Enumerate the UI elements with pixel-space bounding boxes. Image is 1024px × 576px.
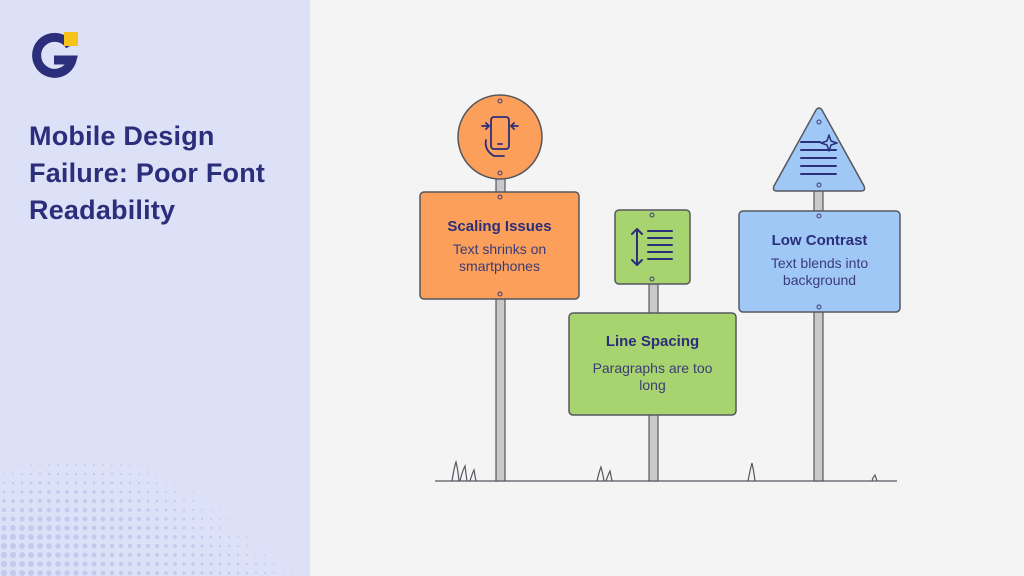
sign-body: Text blends into background xyxy=(770,255,869,288)
line-height-icon xyxy=(631,228,673,266)
sign-body: Text shrinks on smartphones xyxy=(452,241,547,274)
sign-title: Low Contrast xyxy=(771,232,868,249)
sign-text-scaling: Scaling Issues Text shrinks on smartphon… xyxy=(420,218,579,275)
left-panel: Mobile Design Failure: Poor Font Readabi… xyxy=(0,0,310,576)
sign-title: Line Spacing xyxy=(605,333,700,350)
sign-line-spacing xyxy=(568,209,737,482)
rect-sign xyxy=(419,191,580,300)
decorative-dot-pattern xyxy=(0,446,302,576)
brand-logo-icon xyxy=(32,32,78,78)
rect-sign xyxy=(568,312,737,416)
text-sparkle-icon xyxy=(800,134,838,175)
sign-title: Scaling Issues xyxy=(447,218,552,235)
sign-text-line-spacing: Line Spacing Paragraphs are too long xyxy=(569,333,736,394)
sign-body: Paragraphs are too long xyxy=(592,360,713,393)
page-title: Mobile Design Failure: Poor Font Readabi… xyxy=(29,121,266,225)
square-sign xyxy=(614,209,691,285)
sign-text-low-contrast: Low Contrast Text blends into background xyxy=(739,232,900,289)
phone-resize-icon xyxy=(481,116,519,157)
sign-low-contrast xyxy=(738,107,901,482)
round-sign xyxy=(457,94,543,180)
sign-scaling-issues xyxy=(419,94,580,482)
rect-sign xyxy=(738,210,901,313)
